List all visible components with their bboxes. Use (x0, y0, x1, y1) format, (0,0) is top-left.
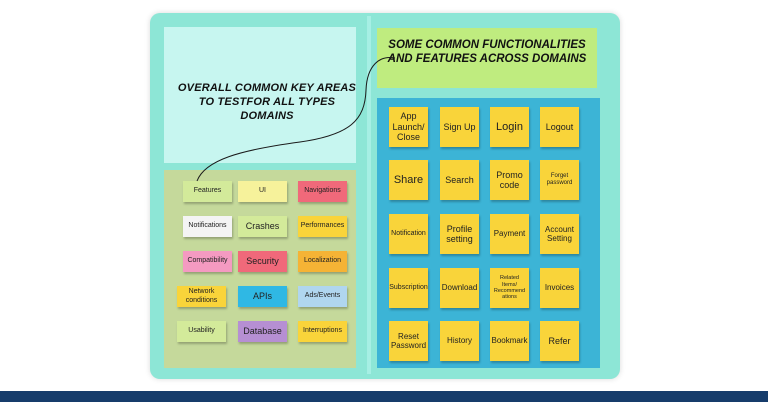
key-areas-title-card: OVERALL COMMON KEY AREAS TO TESTFOR ALL … (164, 27, 356, 163)
sticky-note-performances: Performances (298, 216, 347, 237)
sticky-note-apis: APIs (238, 286, 287, 307)
sticky-note-localization: Localization (298, 251, 347, 272)
sticky-note-search: Search (440, 160, 479, 200)
sticky-note-app-launch-close: App Launch/ Close (389, 107, 428, 147)
sticky-note-forget-password: Forget password (540, 160, 579, 200)
key-areas-title: OVERALL COMMON KEY AREAS TO TESTFOR ALL … (177, 82, 357, 122)
sticky-note-download: Download (440, 268, 479, 308)
sticky-note-notifications: Notifications (183, 216, 232, 237)
footer-bar (0, 391, 768, 402)
sticky-note-ads-events: Ads/Events (298, 286, 347, 307)
sticky-note-history: History (440, 321, 479, 361)
sticky-note-share: Share (389, 160, 428, 200)
sticky-note-features: Features (183, 181, 232, 202)
sticky-note-compatibility: Compatibility (183, 251, 232, 272)
sticky-note-account-setting: Account Setting (540, 214, 579, 254)
functionalities-title: SOME COMMON FUNCTIONALITIES AND FEATURES… (387, 39, 587, 65)
sticky-note-sign-up: Sign Up (440, 107, 479, 147)
sticky-note-logout: Logout (540, 107, 579, 147)
sticky-note-reset-password: Reset Password (389, 321, 428, 361)
sticky-note-crashes: Crashes (238, 216, 287, 237)
sticky-note-usability: Usability (177, 321, 226, 342)
sticky-note-bookmark: Bookmark (490, 321, 529, 361)
sticky-note-promo-code: Promo code (490, 160, 529, 200)
sticky-note-profile-setting: Profile setting (440, 214, 479, 254)
panel-divider (367, 16, 371, 374)
sticky-note-login: Login (490, 107, 529, 147)
sticky-note-network-conditions: Network conditions (177, 286, 226, 307)
sticky-note-related-items: Related Items/ Recommend ations (490, 268, 529, 308)
functionalities-title-card: SOME COMMON FUNCTIONALITIES AND FEATURES… (377, 28, 597, 88)
sticky-note-security: Security (238, 251, 287, 272)
sticky-note-ui: UI (238, 181, 287, 202)
sticky-note-invoices: Invoices (540, 268, 579, 308)
sticky-note-navigations: Navigations (298, 181, 347, 202)
sticky-note-interruptions: Interruptions (298, 321, 347, 342)
sticky-note-payment: Payment (490, 214, 529, 254)
sticky-note-notification: Notification (389, 214, 428, 254)
sticky-note-refer: Refer (540, 321, 579, 361)
sticky-note-database: Database (238, 321, 287, 342)
sticky-note-subscription: Subscription (389, 268, 428, 308)
